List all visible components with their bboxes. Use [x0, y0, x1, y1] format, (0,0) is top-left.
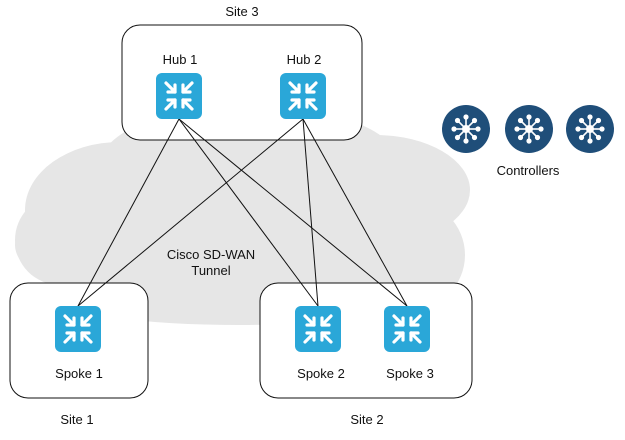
router-icon — [280, 73, 326, 119]
controller-icon — [442, 105, 490, 153]
router-icon — [384, 306, 430, 352]
link-hub1-spoke2 — [178, 118, 319, 307]
site2-box — [259, 282, 473, 399]
router-icon — [156, 73, 202, 119]
link-hub2-spoke2 — [302, 118, 319, 307]
controller-icon — [505, 105, 553, 153]
tunnel-links — [77, 118, 408, 307]
controller-icon — [566, 105, 614, 153]
site2-label: Site 2 — [350, 412, 384, 427]
link-hub1-spoke1 — [77, 118, 180, 307]
tunnel-label-line2: Tunnel — [191, 263, 231, 278]
hub2-label: Hub 2 — [286, 52, 322, 67]
router-icon — [55, 306, 101, 352]
site3-label: Site 3 — [225, 4, 259, 19]
controllers-label: Controllers — [496, 163, 560, 178]
tunnel-label-line1: Cisco SD-WAN — [166, 247, 256, 262]
link-hub2-spoke1 — [77, 118, 304, 307]
hub1-label: Hub 1 — [162, 52, 198, 67]
spoke3-label: Spoke 3 — [386, 366, 434, 381]
link-hub1-spoke3 — [178, 118, 408, 307]
link-hub2-spoke3 — [302, 118, 408, 307]
site1-label: Site 1 — [60, 412, 94, 427]
router-icon — [295, 306, 341, 352]
spoke2-label: Spoke 2 — [297, 366, 345, 381]
spoke1-label: Spoke 1 — [55, 366, 103, 381]
